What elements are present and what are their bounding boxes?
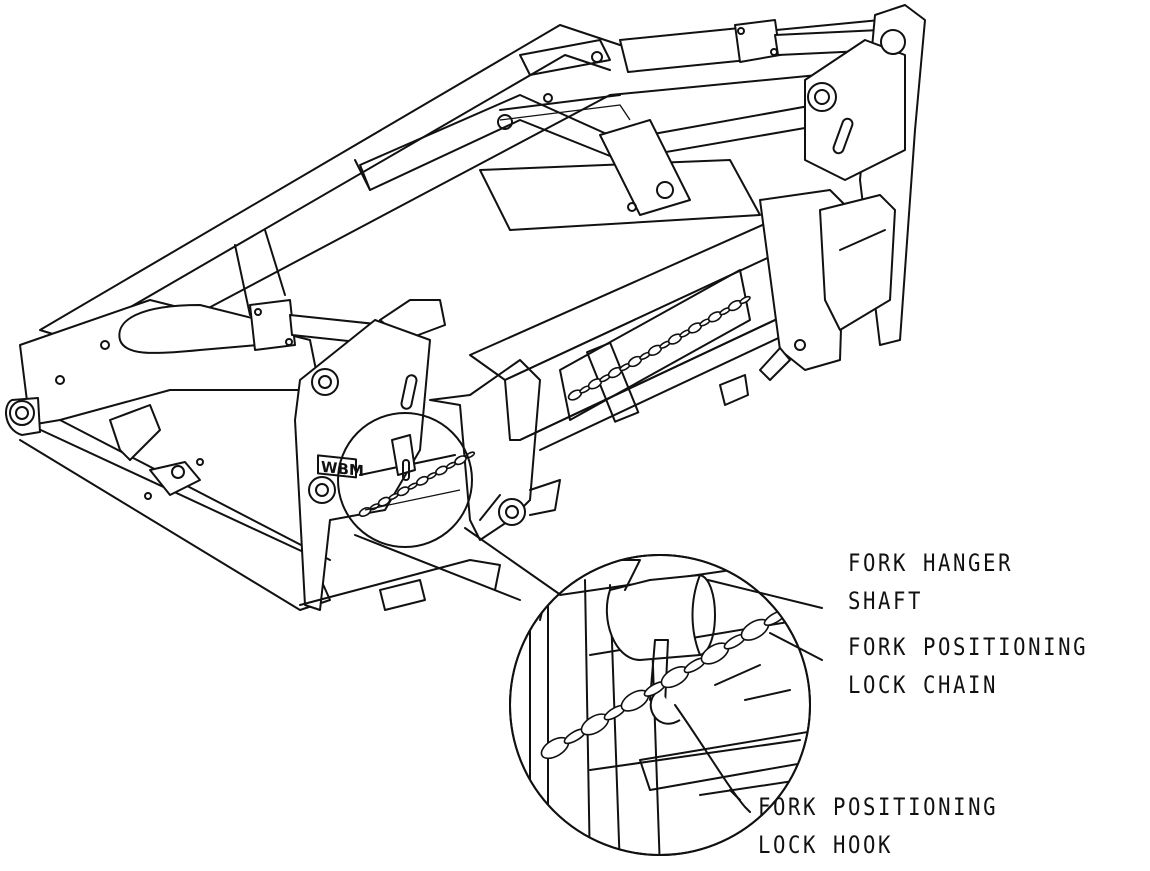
detail-leader-line-2 xyxy=(354,534,521,601)
wbm-logo: WBM xyxy=(317,454,364,480)
detail-source-circle xyxy=(337,412,501,548)
leader-lock-hook xyxy=(674,704,751,813)
callout-fork-positioning-lock-hook: FORK POSITIONING LOCK HOOK xyxy=(758,792,998,860)
svg-text:WBM: WBM xyxy=(321,458,364,480)
right-fork-hanger xyxy=(719,194,896,406)
callout-line: FORK POSITIONING xyxy=(848,633,1089,661)
detail-leader-line xyxy=(464,527,576,606)
callout-line: FORK HANGER xyxy=(848,549,1014,577)
leader-fork-hanger-shaft xyxy=(707,579,823,609)
callout-fork-hanger-shaft: FORK HANGER SHAFT xyxy=(848,548,1013,616)
center-cylinder xyxy=(497,94,691,216)
callout-line: LOCK HOOK xyxy=(758,831,894,859)
forks xyxy=(299,479,561,611)
callout-line: SHAFT xyxy=(848,587,924,615)
callout-line: LOCK CHAIN xyxy=(848,671,999,699)
callout-leaders xyxy=(674,579,823,813)
carriage-beam xyxy=(429,189,871,541)
leader-lock-chain xyxy=(769,632,823,661)
detail-zoom-circle xyxy=(509,554,811,856)
callout-line: FORK POSITIONING xyxy=(758,793,999,821)
callout-fork-positioning-lock-chain: FORK POSITIONING LOCK CHAIN xyxy=(848,632,1088,700)
chain-link xyxy=(739,295,751,305)
left-cylinder: WBM xyxy=(118,299,446,611)
